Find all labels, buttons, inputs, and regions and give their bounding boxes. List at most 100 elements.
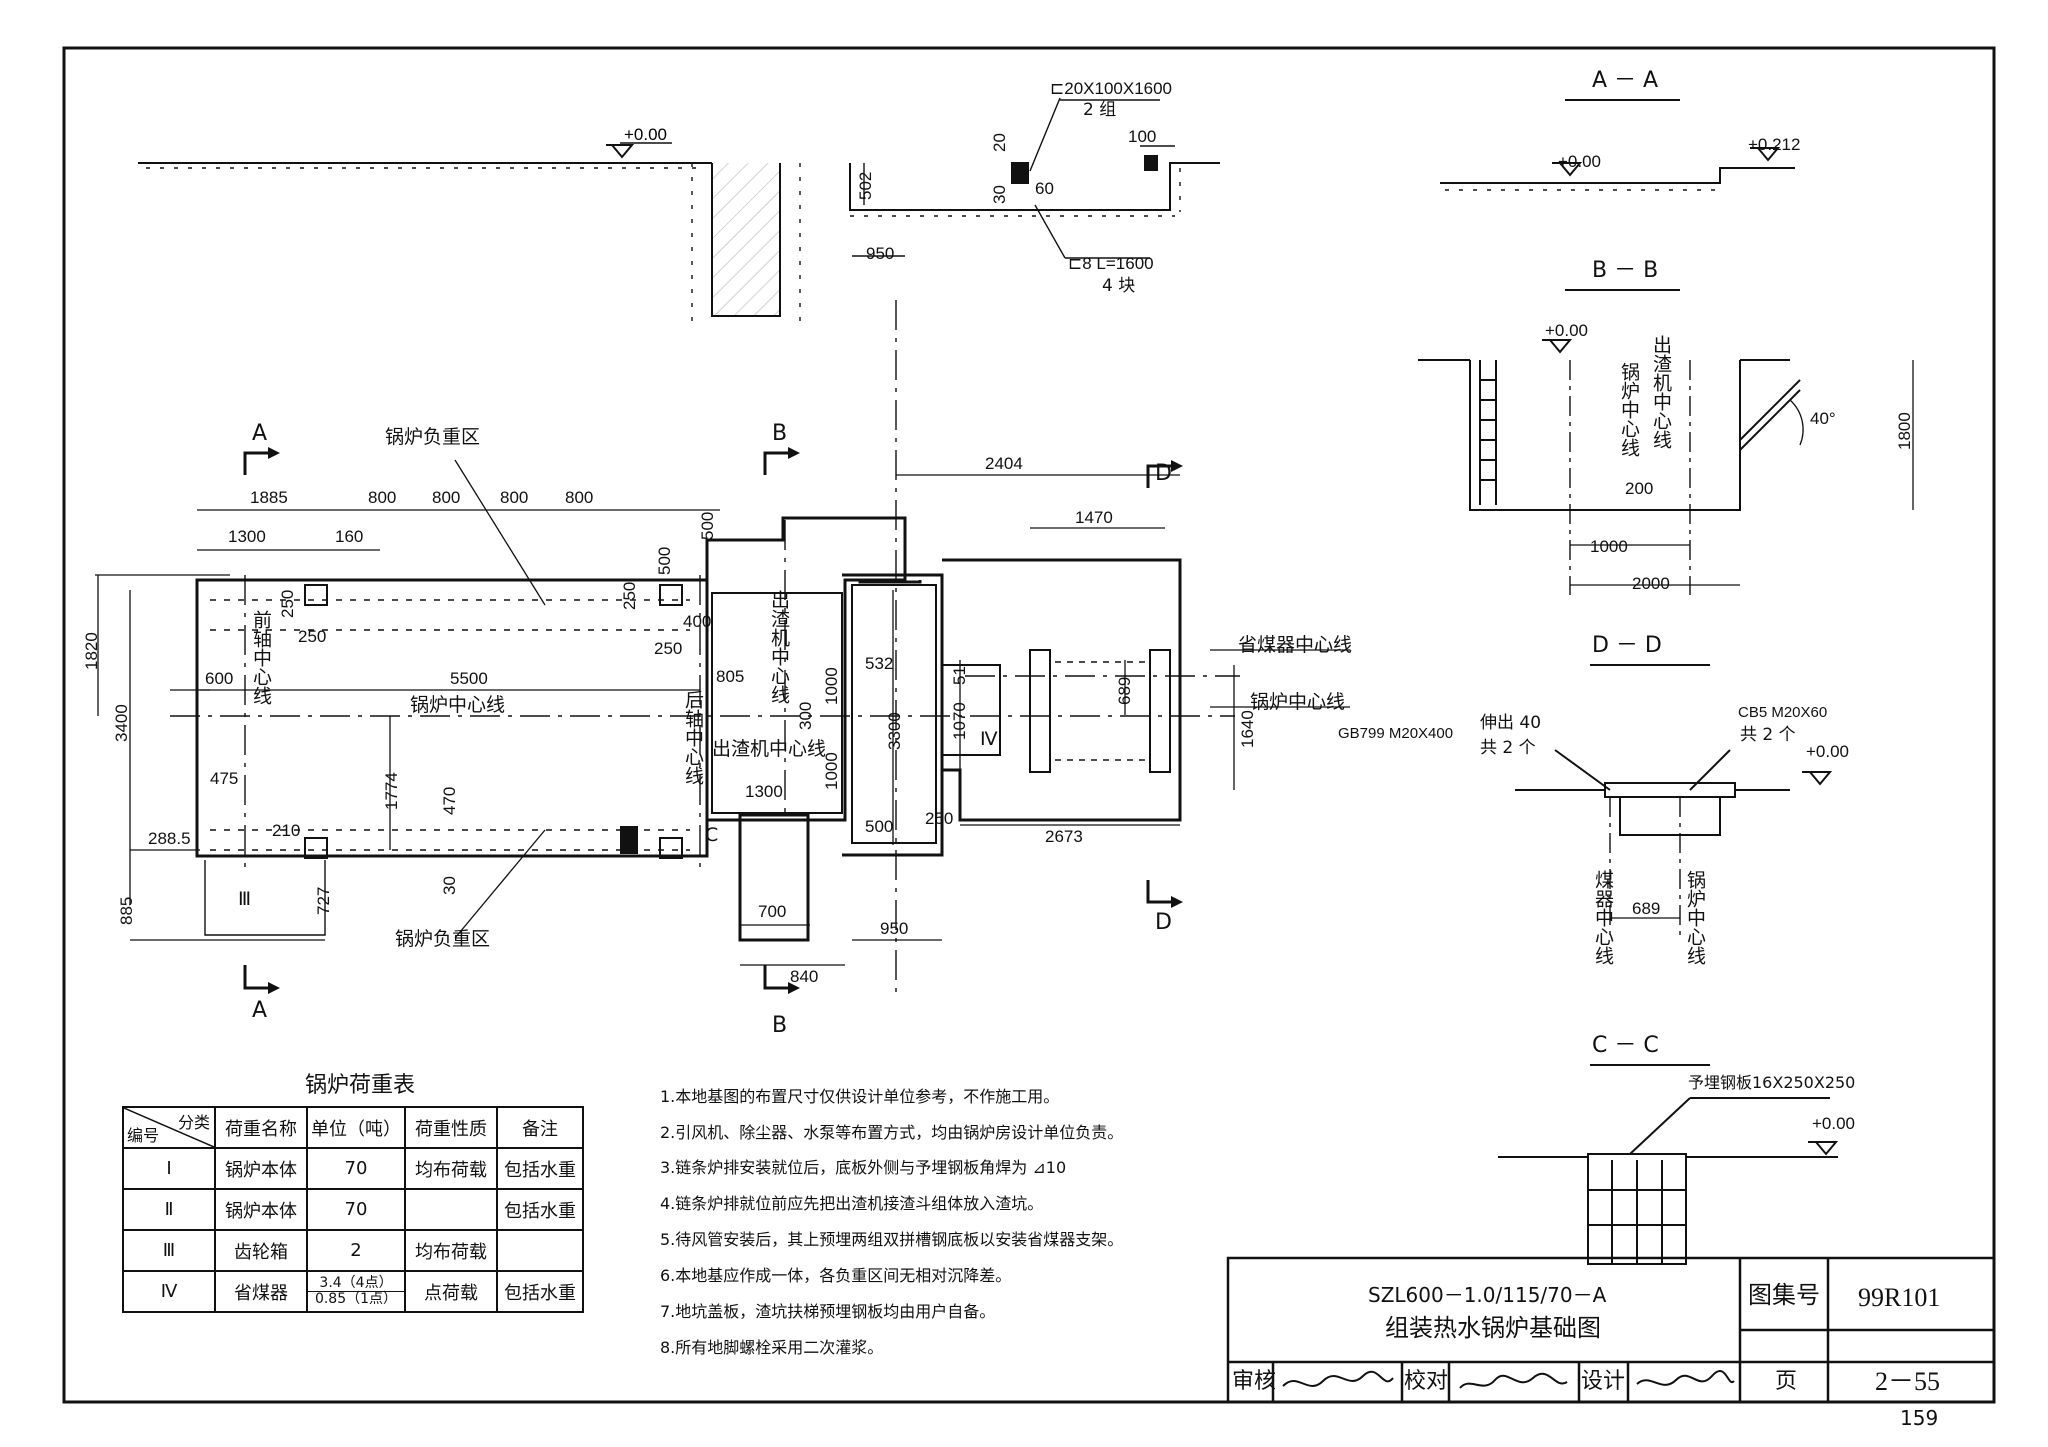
- section-dd-protrude-qty: 共 2 个: [1480, 738, 1536, 758]
- page-label: 页: [1775, 1369, 1798, 1394]
- section-aa-level-left: +0.00: [1558, 152, 1602, 171]
- dim-c20: ⊏20X100X1600: [1050, 79, 1173, 98]
- row-name: 省煤器: [214, 1270, 308, 1313]
- row-nature: 均布荷载: [404, 1147, 498, 1190]
- signature-review: [1282, 1370, 1394, 1387]
- load-table-row: Ⅰ 锅炉本体 70 均布荷载 包括水重: [122, 1147, 584, 1190]
- dim-160: 160: [335, 527, 364, 546]
- dim-500-a: 500: [698, 511, 717, 540]
- dim-885: 885: [117, 896, 136, 925]
- section-aa-level-right: +0.212: [1748, 135, 1801, 154]
- dim-20: 20: [990, 133, 1009, 152]
- section-bb-title: B － B: [1592, 258, 1659, 283]
- row-nature: [404, 1188, 498, 1231]
- dim-500-c: 500: [865, 817, 894, 836]
- dim-210: 210: [272, 821, 301, 840]
- section-bb-slag-cl: 出渣机中心线: [1649, 335, 1672, 449]
- section-mark-d-bottom: D: [1155, 910, 1172, 935]
- dim-250-e: 250: [925, 809, 954, 828]
- section-mark-b-top: B: [772, 421, 788, 446]
- row-unit-a: 3.4（4点）: [308, 1275, 404, 1292]
- signature-design: [1636, 1370, 1735, 1386]
- section-mark-d-top: D: [1155, 461, 1172, 486]
- section-bb-1000: 1000: [1590, 537, 1628, 556]
- dim-51: 51: [950, 666, 969, 685]
- dim-1000-a: 1000: [822, 667, 841, 705]
- gb799-label: GB799 M20X400: [1338, 725, 1454, 742]
- dim-60: 60: [1035, 179, 1054, 198]
- dim-805: 805: [716, 667, 745, 686]
- top-level-text: +0.00: [624, 125, 667, 144]
- boiler-centerline-label: 锅炉中心线: [410, 694, 506, 716]
- title-model: SZL600－1.0/115/70－A: [1368, 1283, 1607, 1307]
- roman-iii-label: Ⅲ: [238, 888, 252, 910]
- note-1: 1.本地基图的布置尺寸仅供设计单位参考，不作施工用。: [660, 1087, 1060, 1106]
- row-id: Ⅲ: [122, 1229, 216, 1272]
- section-dd-cb5-qty: 共 2 个: [1740, 725, 1796, 745]
- row-nature: 均布荷载: [404, 1229, 498, 1272]
- dim-950-top: 950: [866, 244, 895, 263]
- section-mark-b-bottom: B: [772, 1013, 788, 1038]
- dim-800-1: 800: [368, 488, 397, 507]
- section-dd-protrude: 伸出 40: [1480, 713, 1542, 733]
- dim-1300-top: 1300: [228, 527, 266, 546]
- dim-300: 300: [796, 701, 815, 730]
- dim-1470: 1470: [1075, 508, 1113, 527]
- dim-1300-mid: 1300: [745, 782, 783, 801]
- section-cut-marks: [243, 447, 1183, 994]
- row-id: Ⅳ: [122, 1270, 216, 1313]
- section-dd-level: +0.00: [1806, 742, 1850, 761]
- load-table-row: Ⅳ 省煤器 3.4（4点） 0.85（1点） 点荷载 包括水重: [122, 1270, 584, 1313]
- row-note: [496, 1229, 584, 1272]
- dim-800-3: 800: [500, 488, 529, 507]
- dim-250-c: 250: [298, 627, 327, 646]
- atlas-label: 图集号: [1748, 1281, 1820, 1309]
- title-block-frame: [1226, 1256, 1996, 1404]
- dim-1820: 1820: [82, 632, 101, 670]
- dim-250-d: 250: [654, 639, 683, 658]
- section-bb-angle: 40°: [1810, 409, 1836, 428]
- note-5: 5.待风管安装后，其上预埋两组双拼槽钢底板以安装省煤器支架。: [660, 1230, 1124, 1249]
- roman-iv-label: Ⅳ: [980, 728, 998, 750]
- atlas-value: 99R101: [1858, 1283, 1941, 1312]
- section-cc-drawing: [1498, 1064, 1839, 1265]
- section-aa-title: A － A: [1592, 68, 1659, 93]
- section-cc-title: C － C: [1592, 1033, 1659, 1058]
- section-bb-2000: 2000: [1632, 574, 1670, 593]
- note-4: 4.链条炉排就位前应先把出渣机接渣斗组体放入渣坑。: [660, 1194, 1044, 1213]
- note-3: 3.链条炉排安装就位后，底板外侧与予埋钢板角焊为 ⊿10: [660, 1158, 1067, 1177]
- slag-machine-centerline-label: 出渣机中心线: [712, 738, 827, 760]
- rear-axle-centerline-label: 后轴中心线: [681, 690, 704, 785]
- dim-5500: 5500: [450, 669, 488, 688]
- note-2: 2.引风机、除尘器、水泵等布置方式，均由锅炉房设计单位负责。: [660, 1123, 1124, 1142]
- slag-centerline-vertical-label: 出渣机中心线: [767, 590, 790, 704]
- dim-800-2: 800: [432, 488, 461, 507]
- dim-2673: 2673: [1045, 827, 1083, 846]
- dim-c20-qty: 2 组: [1083, 100, 1117, 120]
- section-aa-drawing: [1440, 99, 1795, 191]
- row-name: 齿轮箱: [214, 1229, 308, 1272]
- load-table-row: Ⅲ 齿轮箱 2 均布荷载: [122, 1229, 584, 1272]
- plan-view: [170, 300, 1240, 1000]
- plan-dimension-lines: [95, 459, 1350, 966]
- header-unit: 单位（吨）: [306, 1106, 406, 1149]
- top-profile: [138, 97, 1220, 330]
- header-name: 荷重名称: [214, 1106, 308, 1149]
- section-bb-drawing: [1418, 289, 1914, 595]
- section-dd-title: D － D: [1592, 633, 1662, 658]
- load-zone-top-label: 锅炉负重区: [385, 426, 481, 448]
- load-table-header-row: 分类 编号 荷重名称 单位（吨） 荷重性质 备注: [122, 1106, 584, 1149]
- section-mark-a-top: A: [252, 421, 268, 446]
- dim-502: 502: [856, 171, 875, 200]
- economizer-centerline-label: 省煤器中心线: [1238, 634, 1353, 656]
- section-bb-boiler-cl: 锅炉中心线: [1617, 362, 1640, 457]
- dim-700: 700: [758, 902, 787, 921]
- section-dd-cb5: CB5 M20X60: [1738, 704, 1828, 721]
- row-name: 锅炉本体: [214, 1188, 308, 1231]
- section-dd-drawing: [1515, 664, 1833, 935]
- section-cc-level: +0.00: [1812, 1114, 1856, 1133]
- load-zone-bottom-label: 锅炉负重区: [395, 928, 491, 950]
- dim-950-bot: 950: [880, 919, 909, 938]
- row-unit-b: 0.85（1点）: [314, 1291, 398, 1307]
